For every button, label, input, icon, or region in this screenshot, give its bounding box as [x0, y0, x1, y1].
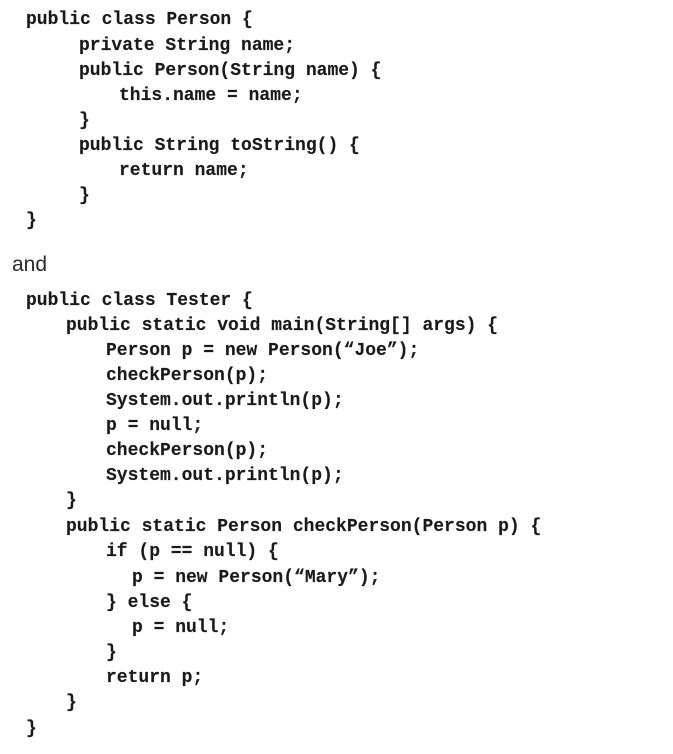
- code-line: System.out.println(p);: [106, 466, 344, 486]
- code-line: checkPerson(p);: [106, 441, 269, 461]
- code-line: }: [79, 186, 90, 206]
- code-line: public Person(String name) {: [79, 61, 382, 81]
- code-line: return name;: [119, 161, 249, 181]
- code-line: public class Tester {: [26, 291, 253, 311]
- code-line: }: [26, 211, 37, 231]
- code-line: this.name = name;: [119, 86, 303, 106]
- code-line: public static Person checkPerson(Person …: [66, 517, 542, 537]
- code-line: System.out.println(p);: [106, 391, 344, 411]
- code-line: if (p == null) {: [106, 542, 279, 562]
- code-line: }: [106, 643, 117, 663]
- code-line: checkPerson(p);: [106, 366, 269, 386]
- code-line: }: [79, 111, 90, 131]
- connector-text: and: [12, 253, 48, 276]
- code-line: public static void main(String[] args) {: [66, 316, 499, 336]
- code-line: public String toString() {: [79, 136, 360, 156]
- code-line: Person p = new Person(“Joe”);: [106, 341, 420, 361]
- code-line: p = null;: [106, 416, 204, 436]
- code-line: } else {: [106, 593, 193, 613]
- code-line: p = new Person(“Mary”);: [132, 568, 381, 588]
- code-line: p = null;: [132, 618, 230, 638]
- code-line: }: [26, 719, 37, 739]
- code-line: private String name;: [79, 36, 296, 56]
- code-line: }: [66, 693, 77, 713]
- code-line: public class Person {: [26, 10, 253, 30]
- code-line: }: [66, 491, 77, 511]
- code-line: return p;: [106, 668, 204, 688]
